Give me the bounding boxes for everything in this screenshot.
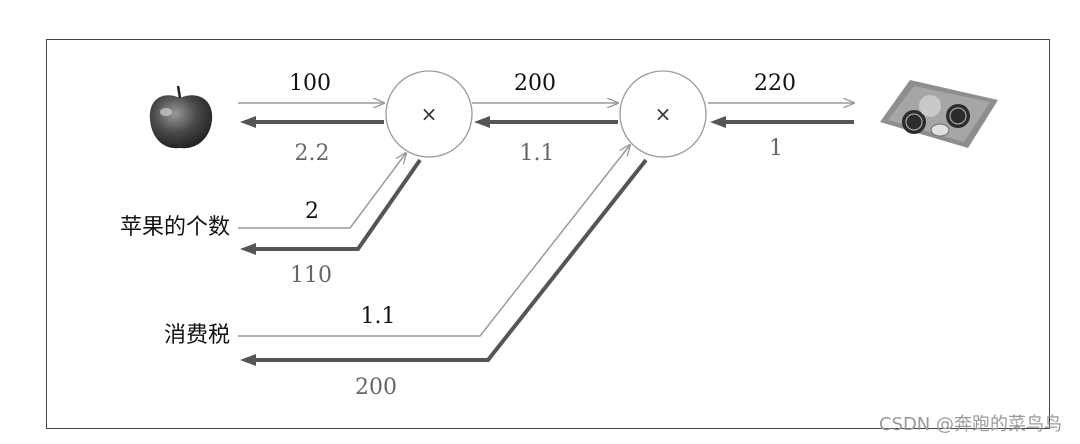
forward-value-apple-price: 100 [289, 71, 331, 96]
forward-value-apple-count: 2 [305, 199, 319, 224]
watermark: CSDN @奔跑的菜鸟鸟 [879, 414, 1062, 435]
multiply-node-2: × [619, 70, 707, 158]
backward-value-mul2-to-mul1: 1.1 [520, 141, 555, 166]
forward-edge-apple-count [238, 153, 406, 229]
backward-value-apple-price: 2.2 [295, 141, 330, 166]
backward-edge-apple-count [240, 158, 422, 255]
forward-edge-tax [238, 145, 630, 337]
input-label-tax: 消费税 [164, 323, 230, 348]
multiply-symbol-1: × [421, 102, 438, 126]
payment-tray-icon [880, 80, 998, 148]
apple-icon [149, 85, 213, 149]
backward-value-apple-count: 110 [290, 263, 332, 288]
forward-edges [238, 103, 854, 337]
backward-value-final: 1 [769, 136, 783, 161]
backward-edges [240, 116, 854, 366]
input-label-apple-count: 苹果的个数 [120, 215, 230, 240]
diagram-frame [46, 39, 1050, 429]
backward-edge-tax [240, 158, 648, 366]
multiply-symbol-2: × [655, 102, 672, 126]
backward-value-tax: 200 [355, 375, 397, 400]
multiply-node-1: × [385, 70, 473, 158]
forward-value-mul1-out: 200 [514, 71, 556, 96]
forward-value-mul2-out: 220 [754, 71, 796, 96]
forward-value-tax: 1.1 [361, 304, 396, 329]
